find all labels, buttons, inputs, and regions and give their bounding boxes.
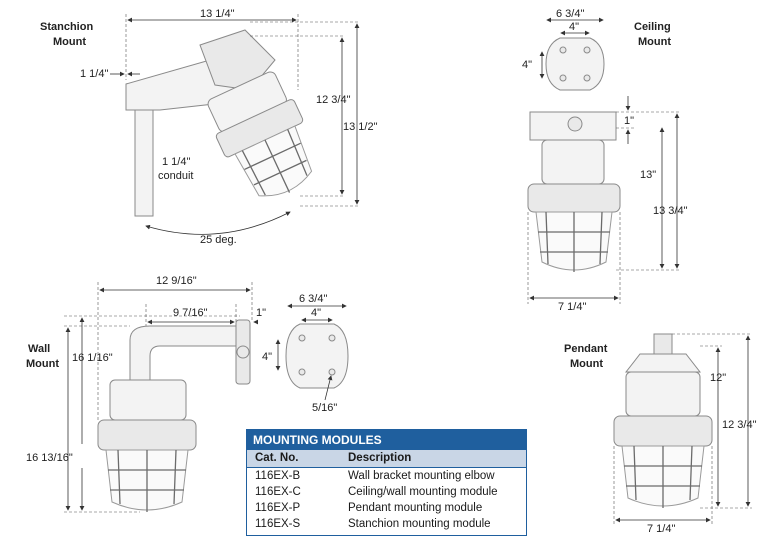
table-row: 116EX-C Ceiling/wall mounting module — [247, 484, 526, 500]
stanchion-conduit-1: 1 1/4" — [162, 156, 190, 168]
table-row: 116EX-P Pendant mounting module — [247, 500, 526, 516]
pendant-housing — [625, 371, 701, 417]
ceiling-title-2: Mount — [638, 36, 671, 48]
cat-no-cell: 116EX-P — [255, 502, 301, 514]
stanchion-fixture — [207, 71, 313, 197]
table-title: MOUNTING MODULES — [247, 430, 526, 450]
wall-view: Wall Mount 12 9/16" 9 7/16" 1" 16 1/16" … — [26, 275, 349, 513]
header-description: Description — [348, 452, 412, 464]
pendant-hub — [624, 353, 702, 373]
stanchion-angle-label: 25 deg. — [200, 234, 237, 246]
wall-plate-width-label: 6 3/4" — [299, 293, 327, 305]
pendant-title-1: Pendant — [564, 343, 608, 355]
table-header-row: Cat. No. Description — [247, 450, 526, 468]
mounting-modules-table: MOUNTING MODULES Cat. No. Description 11… — [246, 429, 527, 536]
stanchion-title-1: Stanchion — [40, 21, 93, 33]
stanchion-angle-arc — [145, 211, 291, 235]
ceiling-housing — [541, 139, 605, 185]
ceiling-view: Ceiling Mount 6 3/4" 4" 4" 1" 13" 13 3/4… — [522, 8, 688, 313]
wall-width-inner-label: 9 7/16" — [173, 307, 208, 319]
description-cell: Ceiling/wall mounting module — [348, 486, 498, 498]
ceiling-plate-width-label: 6 3/4" — [556, 8, 584, 20]
ceiling-hole-h-label: 4" — [522, 59, 532, 71]
stanchion-width-label: 13 1/4" — [200, 8, 235, 20]
wall-plate-front — [285, 323, 349, 389]
wall-elbow — [129, 325, 237, 383]
ceiling-title-1: Ceiling — [634, 21, 671, 33]
ceiling-hole-w-label: 4" — [569, 21, 579, 33]
stanchion-conduit-2: conduit — [158, 170, 193, 182]
stanchion-offset-label: 1 1/4" — [80, 68, 108, 80]
stanchion-view: Stanchion Mount 13 1/4" 1 1/4" 12 3/4" — [40, 8, 378, 246]
wall-housing — [109, 379, 187, 421]
wall-height-inner-label: 16 1/16" — [72, 352, 113, 364]
wall-title-1: Wall — [28, 343, 50, 355]
pendant-height-inner-label: 12" — [710, 372, 726, 384]
pendant-height-outer-label: 12 3/4" — [722, 419, 757, 431]
description-cell: Pendant mounting module — [348, 502, 483, 514]
pendant-title-2: Mount — [570, 358, 603, 370]
wall-width-outer-label: 12 9/16" — [156, 275, 197, 287]
pendant-stem — [653, 333, 673, 355]
wall-title-2: Mount — [26, 358, 59, 370]
pendant-width-label: 7 1/4" — [647, 523, 675, 535]
description-cell: Stanchion mounting module — [348, 518, 491, 530]
cat-no-cell: 116EX-C — [255, 486, 301, 498]
ceiling-width-label: 7 1/4" — [558, 301, 586, 313]
cat-no-cell: 116EX-S — [255, 518, 301, 530]
stanchion-height-outer-label: 13 1/2" — [343, 121, 378, 133]
ceiling-height-inner-label: 13" — [640, 169, 656, 181]
wall-hole-size-label: 5/16" — [312, 402, 337, 414]
ceiling-plate — [545, 37, 605, 91]
cat-no-cell: 116EX-B — [255, 470, 301, 482]
ceiling-height-outer-label: 13 3/4" — [653, 205, 688, 217]
ceiling-top-offset-label: 1" — [624, 115, 634, 127]
stanchion-pipe — [134, 105, 154, 217]
wall-plate-depth-label: 1" — [256, 307, 266, 319]
stanchion-height-inner-label: 12 3/4" — [316, 94, 351, 106]
pendant-view: Pendant Mount 12" 12 3/4" 7 1/4" — [564, 333, 757, 535]
header-cat-no: Cat. No. — [255, 452, 299, 464]
table-row: 116EX-B Wall bracket mounting elbow — [247, 468, 526, 484]
description-cell: Wall bracket mounting elbow — [348, 470, 495, 482]
wall-height-outer-label: 16 13/16" — [26, 452, 73, 464]
stanchion-title-2: Mount — [53, 36, 86, 48]
wall-hole-h-label: 4" — [262, 351, 272, 363]
wall-hole-w-label: 4" — [311, 307, 321, 319]
table-row: 116EX-S Stanchion mounting module — [247, 516, 526, 532]
